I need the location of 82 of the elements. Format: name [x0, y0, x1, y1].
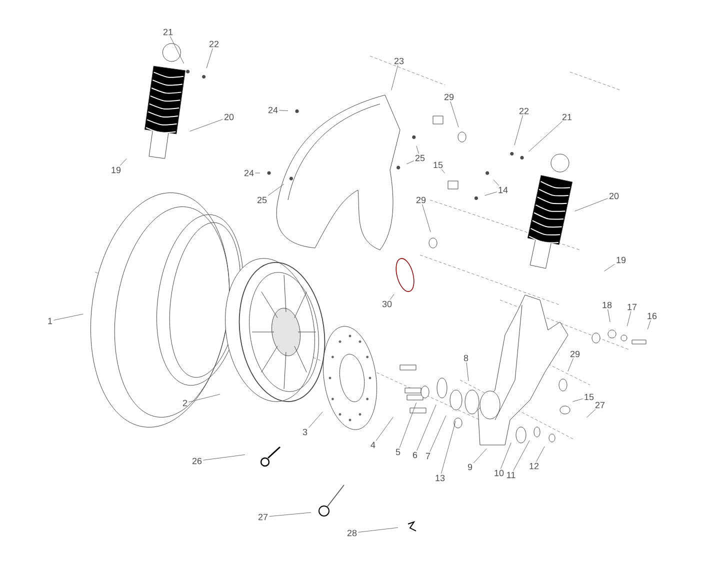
leader-line — [268, 512, 312, 517]
callout-number: 27 — [258, 514, 268, 520]
leader-line — [120, 158, 127, 166]
leader-line — [441, 169, 446, 174]
leader-line — [572, 398, 584, 402]
leader-line — [416, 146, 419, 154]
callout-number: 30 — [382, 300, 392, 308]
callout-number: 7 — [426, 452, 430, 460]
callout-number: 15 — [584, 394, 594, 400]
callout-number: 6 — [412, 452, 418, 458]
callout-number: 29 — [416, 196, 426, 204]
leader-line — [493, 179, 500, 186]
leader-line — [608, 309, 610, 322]
leader-line — [574, 198, 608, 212]
leader-line — [268, 184, 284, 196]
leader-line — [422, 204, 431, 232]
callout-number: 12 — [530, 462, 539, 470]
callout-number: 24 — [268, 106, 278, 114]
leader-line — [206, 48, 213, 68]
callout-number: 2 — [182, 400, 188, 406]
callout-number: 27 — [595, 402, 605, 408]
leader-line — [586, 409, 596, 418]
leader-line — [528, 121, 562, 152]
callout-number: 21 — [562, 114, 572, 120]
leader-line — [536, 446, 545, 462]
callout-number: 5 — [396, 448, 400, 456]
callout-number: 29 — [570, 350, 580, 358]
callout-number: 4 — [370, 442, 376, 448]
leader-line — [278, 110, 288, 112]
leader-line — [189, 119, 224, 132]
callout-number: 15 — [434, 162, 443, 168]
callout-number: 10 — [494, 470, 504, 476]
leader-line — [466, 362, 469, 382]
leader-line — [390, 294, 394, 300]
leader-line — [406, 160, 414, 164]
callout-number: 24 — [244, 170, 254, 176]
callout-number: 9 — [468, 464, 472, 470]
leader-line — [308, 412, 323, 428]
leader-line — [473, 448, 487, 464]
leader-line — [604, 264, 616, 272]
callout-number: 19 — [616, 256, 626, 264]
leader-line — [358, 527, 398, 533]
leader-line — [188, 394, 220, 402]
leader-line — [391, 65, 398, 90]
leader-line — [202, 454, 246, 460]
callout-number: 22 — [209, 40, 219, 48]
leader-line — [626, 311, 632, 326]
leader-line — [513, 440, 530, 471]
leader-line — [514, 115, 524, 146]
leader-line — [399, 402, 417, 448]
callout-number: 3 — [302, 428, 308, 436]
callout-number: 20 — [224, 114, 234, 120]
callout-number: 18 — [602, 302, 612, 308]
leader-line — [254, 172, 260, 174]
callout-number: 20 — [609, 192, 619, 200]
leader-line — [647, 320, 651, 330]
callout-number: 1 — [48, 318, 52, 324]
callout-number: 14 — [498, 186, 508, 194]
callout-number: 21 — [163, 28, 173, 36]
callout-number: 13 — [436, 474, 445, 482]
leader-line — [430, 415, 446, 452]
leader-line — [500, 442, 512, 469]
callout-number: 17 — [628, 304, 637, 310]
leader-line — [568, 358, 574, 372]
callout-number: 29 — [444, 94, 454, 100]
leader-line — [440, 420, 456, 474]
leader-line — [416, 404, 436, 451]
callout-number: 19 — [112, 166, 121, 174]
callout-number: 26 — [192, 458, 202, 464]
callout-number: 8 — [464, 354, 468, 362]
callout-number: 28 — [347, 530, 357, 536]
leader-line — [53, 314, 84, 320]
leader-line — [450, 101, 459, 128]
leader-line — [170, 36, 184, 64]
leader-line — [376, 416, 394, 441]
callout-number: 22 — [519, 108, 529, 114]
callout-number: 16 — [648, 312, 657, 320]
callout-number: 25 — [415, 154, 425, 162]
leader-line — [484, 192, 498, 196]
callout-number: 23 — [394, 58, 404, 64]
callout-number: 25 — [257, 196, 267, 204]
callout-number: 11 — [507, 472, 516, 478]
